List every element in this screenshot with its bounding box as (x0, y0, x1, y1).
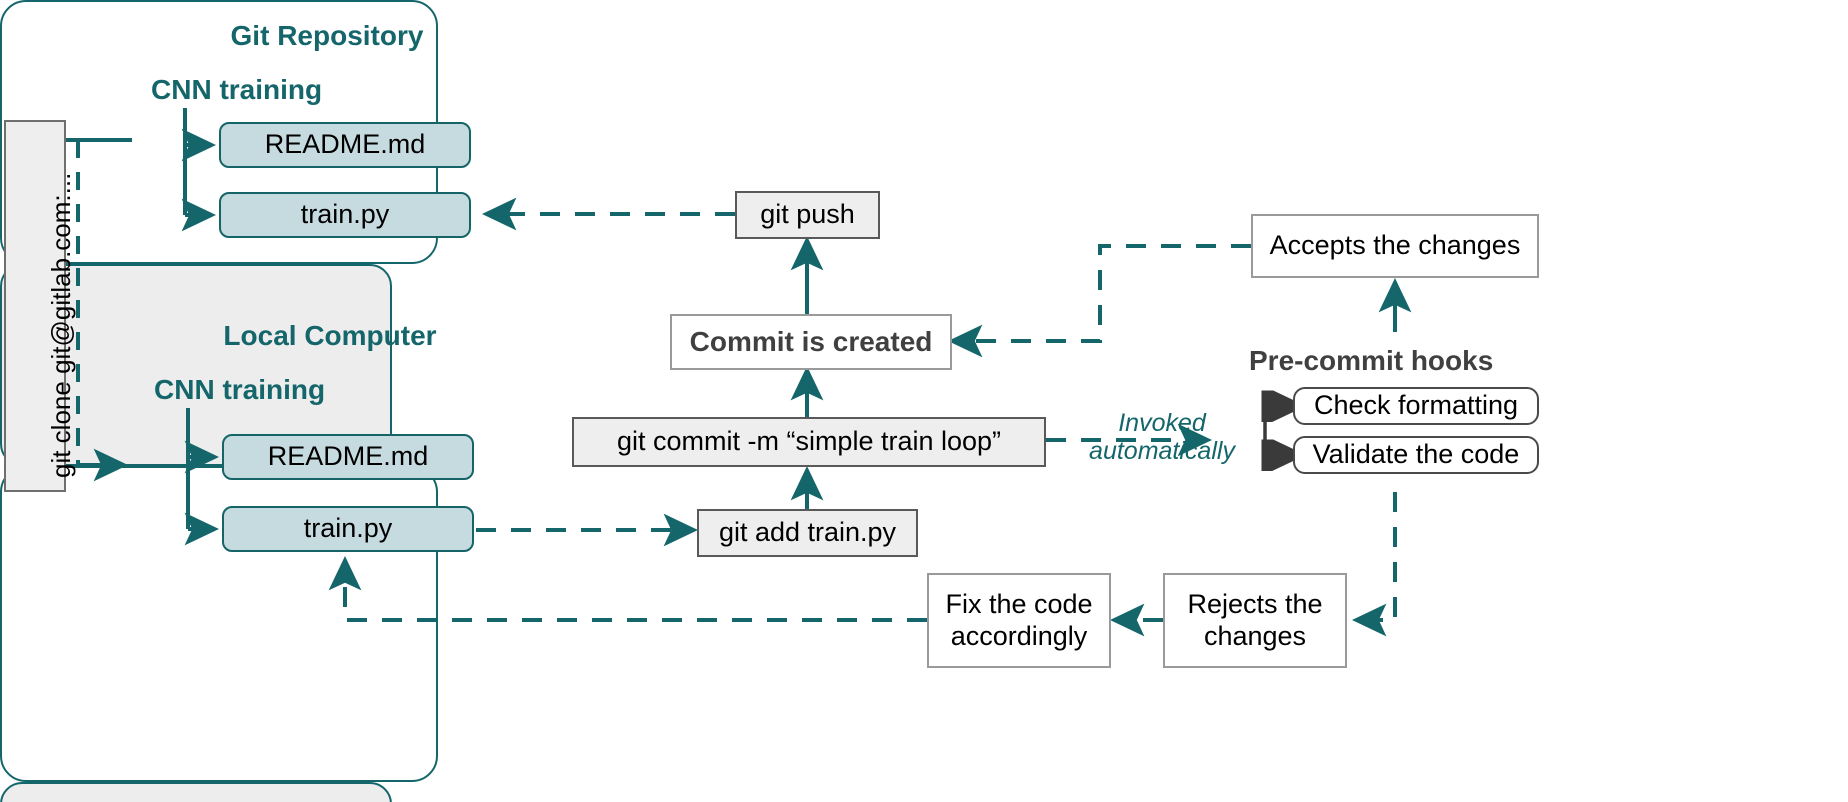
accepts-changes-label: Accepts the changes (1269, 230, 1521, 261)
edge-fix-to-trainpy (328, 555, 927, 622)
hook-check-formatting[interactable]: Check formatting (1293, 387, 1539, 425)
invoked-automatically-label: Invoked automatically (1062, 409, 1262, 465)
fix-code-box: Fix the code accordingly (927, 573, 1111, 668)
pre-commit-hooks-title: Pre-commit hooks (1249, 345, 1494, 376)
git-commit-box[interactable]: git commit -m “simple train loop” (572, 417, 1046, 467)
git-clone-label: git clone git@gitlab.com:... (46, 172, 76, 478)
git-repository-title: Git Repository (230, 20, 424, 51)
repo-file-trainpy[interactable]: train.py (219, 192, 471, 238)
rejects-changes-line1: Rejects the (1187, 589, 1323, 620)
hook-validate-code[interactable]: Validate the code (1293, 436, 1539, 474)
fix-code-line2: accordingly (950, 620, 1088, 651)
rejects-changes-box: Rejects the changes (1163, 573, 1347, 668)
edge-hooks-to-rejects (1351, 492, 1397, 637)
accepts-changes-box: Accepts the changes (1251, 214, 1539, 278)
local-file-trainpy[interactable]: train.py (222, 506, 474, 552)
git-push-box[interactable]: git push (735, 191, 880, 239)
rejects-changes-line2: changes (1203, 620, 1307, 651)
git-repository-project-title: CNN training (151, 74, 323, 105)
git-clone-box[interactable]: git clone git@gitlab.com:... (4, 120, 76, 492)
repo-file-readme[interactable]: README.md (219, 122, 471, 168)
local-computer-title: Local Computer (223, 320, 437, 351)
commit-created-box: Commit is created (670, 314, 952, 370)
fix-code-line1: Fix the code (945, 589, 1093, 620)
invoked-automatically-line1: Invoked (1118, 409, 1206, 437)
local-file-readme[interactable]: README.md (222, 434, 474, 480)
git-add-box[interactable]: git add train.py (697, 509, 918, 557)
invoked-automatically-line2: automatically (1089, 436, 1235, 465)
edge-accepts-to-commitcreated (947, 244, 1251, 358)
local-computer-project-title: CNN training (154, 374, 326, 405)
